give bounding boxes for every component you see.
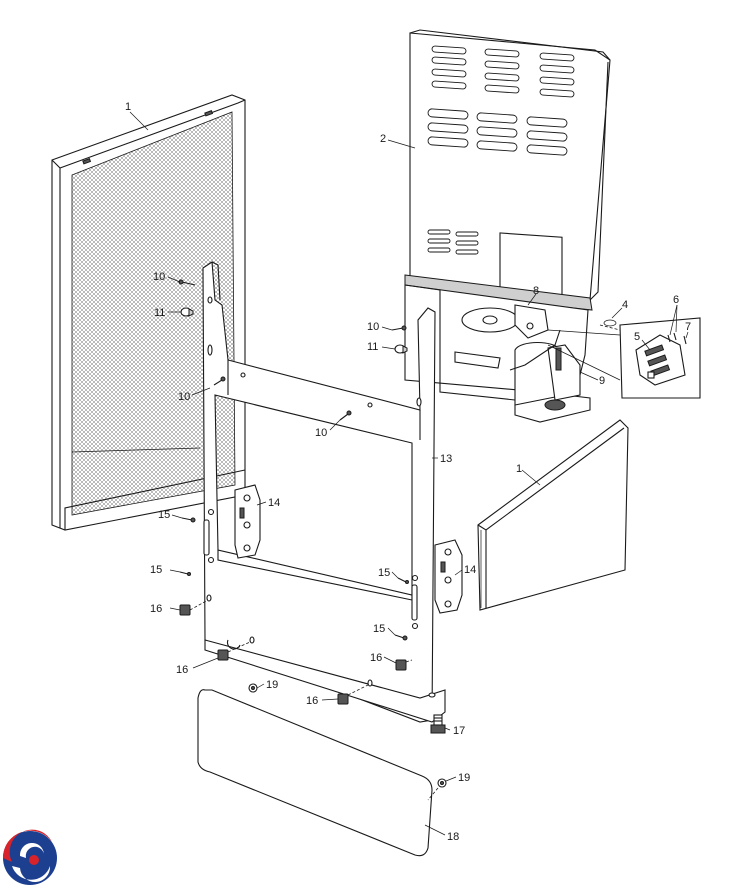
- callout-15-b: 15: [150, 564, 162, 576]
- screw-15-d: [394, 634, 408, 641]
- screw-15-c: [397, 577, 409, 584]
- adjustable-foot: [430, 714, 446, 734]
- callout-1-left: 1: [125, 101, 131, 113]
- callout-17: 17: [453, 725, 465, 737]
- callout-8: 8: [533, 285, 539, 297]
- callout-5: 5: [634, 331, 640, 343]
- side-panel-left: [51, 94, 246, 531]
- callout-19-a: 19: [266, 679, 278, 691]
- callout-9: 9: [599, 375, 605, 387]
- nut-19-a: [248, 683, 258, 693]
- callout-6: 6: [673, 294, 679, 306]
- bracket-plate: [509, 304, 561, 371]
- screw-10-a: [178, 279, 196, 286]
- brand-swirl-logo: [2, 829, 57, 885]
- leader-lines: [129, 111, 689, 836]
- callout-labels: 1 1 2 4 5 6 7 8 9 10 10 10 10 11 11 13 1…: [125, 101, 691, 843]
- screw-10-b: [391, 325, 407, 331]
- callout-10-a: 10: [153, 271, 165, 283]
- plug-11-a: [180, 307, 194, 317]
- callout-15-c: 15: [378, 567, 390, 579]
- callout-7: 7: [685, 321, 691, 333]
- callout-19-b: 19: [458, 772, 470, 784]
- callout-16-c: 16: [370, 652, 382, 664]
- callout-16-b: 16: [176, 664, 188, 676]
- hinge-bracket-left: [234, 484, 261, 559]
- callout-18: 18: [447, 831, 459, 843]
- callout-2: 2: [380, 133, 386, 145]
- hinge-bracket-right: [434, 539, 463, 614]
- callout-14-b: 14: [464, 564, 476, 576]
- screw-10-d: [339, 410, 352, 421]
- clip-16-a: [179, 599, 209, 616]
- callout-16-d: 16: [306, 695, 318, 707]
- plinth-panel: [197, 689, 433, 857]
- callout-10-d: 10: [315, 427, 327, 439]
- clip-16-c: [395, 659, 413, 671]
- plug-11-b: [394, 344, 408, 354]
- screw-10-c: [213, 376, 226, 386]
- clip-16-b: [217, 641, 251, 661]
- screw-15-b: [179, 571, 191, 576]
- callout-4: 4: [622, 299, 628, 311]
- callout-16-a: 16: [150, 603, 162, 615]
- callout-13: 13: [440, 453, 452, 465]
- callout-11-b: 11: [367, 341, 378, 353]
- callout-15-a: 15: [158, 509, 170, 521]
- nut-19-b: [427, 778, 447, 801]
- callout-15-d: 15: [373, 623, 385, 635]
- callout-14-a: 14: [268, 497, 280, 509]
- screws-and-clips: [178, 279, 447, 801]
- callout-10-b: 10: [367, 321, 379, 333]
- screw-15-a: [181, 517, 196, 523]
- side-panel-right: [477, 419, 629, 611]
- rear-panel: [404, 29, 611, 311]
- callout-11-a: 11: [154, 307, 165, 319]
- front-frame: [202, 261, 446, 723]
- callout-1-right: 1: [516, 463, 522, 475]
- callout-10-c: 10: [178, 391, 190, 403]
